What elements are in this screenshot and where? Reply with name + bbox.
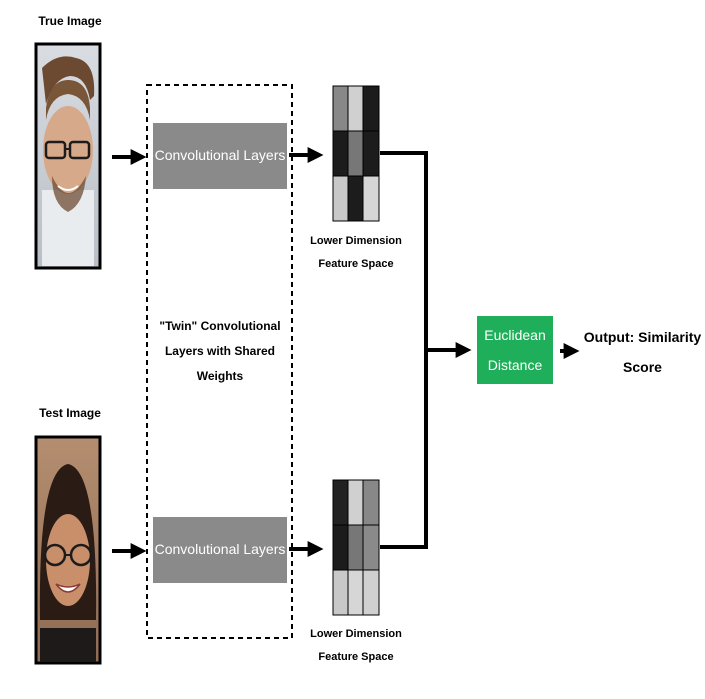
test-image-label: Test Image (39, 406, 101, 420)
twin-label-line-3: Weights (196, 369, 244, 383)
output-label-line-1: Output: Similarity (583, 329, 702, 345)
conv-layers-top-label: Convolutional Layers (154, 147, 286, 163)
conv-layers-bottom-label: Convolutional Layers (154, 541, 286, 557)
conv-layers-top-box (153, 123, 287, 189)
twin-label-line-1: "Twin" Convolutional (159, 319, 281, 333)
feature-top-label-line-1: Lower Dimension (310, 235, 402, 247)
true-image (34, 42, 102, 270)
connector-bottom (380, 350, 428, 549)
feature-grid-bottom (332, 479, 380, 616)
twin-label-line-2: Layers with Shared (164, 344, 276, 358)
connector-top (380, 151, 428, 350)
conv-layers-bottom-box (153, 517, 287, 583)
feature-bottom-label-line-2: Feature Space (318, 651, 394, 663)
test-image (34, 435, 102, 665)
feature-grid-top (332, 85, 380, 222)
euclidean-distance-box (477, 316, 553, 384)
feature-top-label-line-2: Feature Space (318, 258, 394, 270)
euclidean-label-line-2: Distance (487, 357, 543, 373)
feature-bottom-label-line-1: Lower Dimension (310, 628, 402, 640)
euclidean-label-line-1: Euclidean (484, 327, 546, 343)
output-label-line-2: Score (623, 359, 662, 375)
true-image-label: True Image (38, 14, 102, 28)
twin-layers-container (146, 84, 293, 639)
